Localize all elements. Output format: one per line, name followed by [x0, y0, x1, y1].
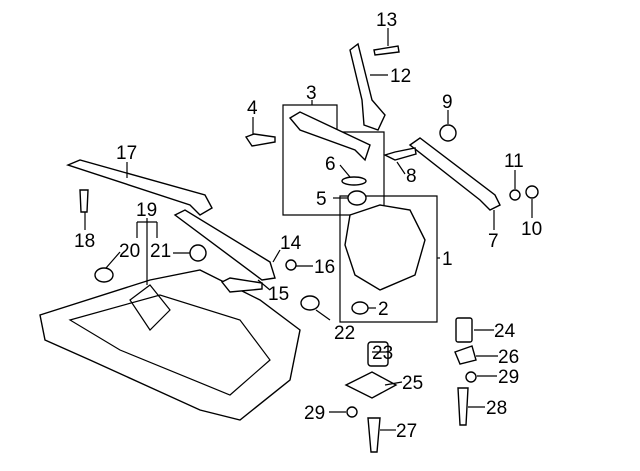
bolt-4: [244, 133, 276, 147]
bolt-13: [373, 45, 400, 56]
bracket-26: [454, 345, 477, 365]
callout-22: 22: [334, 323, 355, 344]
callout-15: 15: [268, 284, 289, 305]
nut-10: [525, 185, 539, 199]
bracket-25: [344, 371, 398, 399]
bushing-22: [300, 295, 320, 311]
bolt-18: [79, 189, 89, 213]
callout-7: 7: [488, 231, 499, 252]
callout-5: 5: [316, 189, 327, 210]
callout-16: 16: [314, 257, 335, 278]
nut-11: [509, 189, 521, 201]
callout-18: 18: [74, 231, 95, 252]
leader-lines: [84, 28, 533, 431]
bolt-28: [457, 387, 469, 426]
callout-12: 12: [390, 66, 411, 87]
callout-20: 20: [119, 241, 140, 262]
bolt-29b: [346, 406, 358, 418]
subframe: [39, 269, 301, 421]
callout-11: 11: [504, 151, 524, 172]
callout-28: 28: [486, 398, 507, 419]
bushing-20: [94, 267, 114, 283]
bolt-8: [383, 147, 417, 161]
lateral-link-3: [288, 111, 371, 162]
bushing-9: [439, 124, 457, 142]
trailing-arm-7: [408, 137, 501, 211]
upper-control-arm-12: [349, 42, 386, 131]
bumper-24: [455, 317, 473, 343]
callout-4: 4: [247, 98, 258, 119]
callout-13: 13: [376, 10, 397, 31]
bolt-29a: [465, 371, 477, 383]
callout-21: 21: [150, 241, 171, 262]
bushing-5: [347, 190, 367, 206]
callout-19: 19: [136, 200, 157, 221]
bushing-21: [189, 244, 207, 262]
callout-24: 24: [494, 321, 516, 342]
group-box-1: [339, 195, 438, 323]
callout-23: 23: [372, 343, 393, 364]
callout-10: 10: [521, 219, 542, 240]
washer-6: [341, 176, 367, 186]
callout-2: 2: [378, 299, 389, 320]
bumper-23: [367, 341, 389, 367]
callout-14: 14: [280, 233, 302, 254]
callout-25: 25: [402, 373, 423, 394]
callout-labels: 13 12 9 3 4 8 6 5 11 10 7 17 19 18 20 21…: [74, 10, 542, 442]
callout-29-right: 29: [498, 367, 519, 388]
callout-3: 3: [306, 83, 317, 104]
callout-17: 17: [116, 143, 137, 164]
bushing-2: [351, 301, 369, 315]
nut-16: [285, 259, 297, 271]
arm-14: [173, 209, 276, 281]
group-box-3: [282, 104, 385, 216]
knuckle-1: [344, 204, 426, 291]
callout-6: 6: [325, 154, 336, 175]
lower-arm-17: [65, 159, 213, 216]
callout-27: 27: [396, 421, 417, 442]
callout-29-left: 29: [304, 403, 325, 424]
callout-9: 9: [442, 92, 453, 113]
bolt-15: [220, 277, 263, 293]
callout-8: 8: [406, 166, 417, 187]
callout-26: 26: [498, 347, 519, 368]
bolt-27: [367, 417, 381, 453]
callout-1: 1: [442, 249, 453, 270]
